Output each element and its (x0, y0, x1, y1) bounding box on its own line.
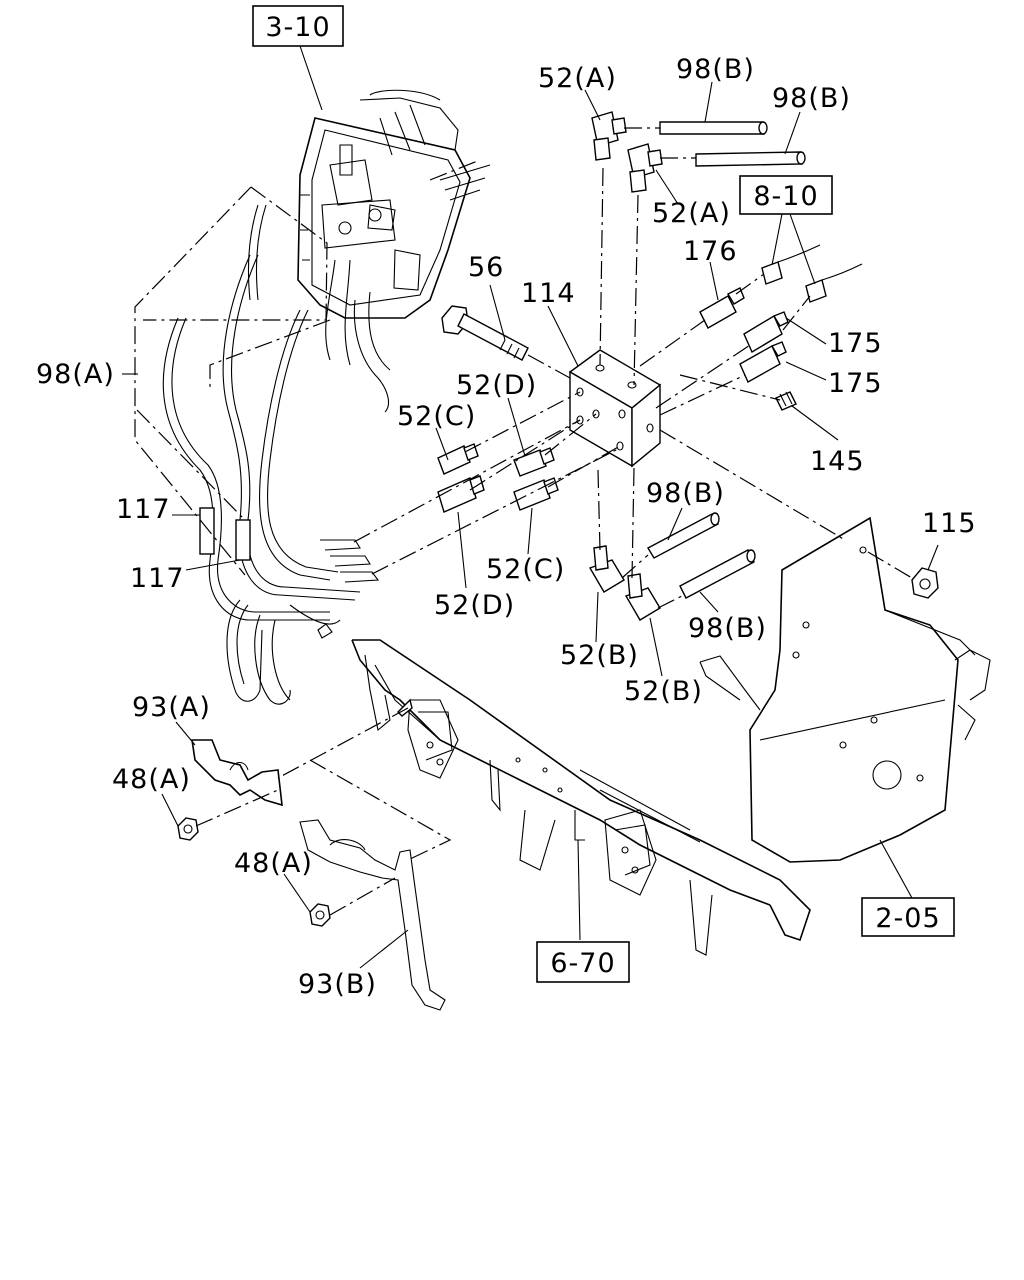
label-93b: 93(B) (298, 969, 377, 1000)
part-labels: 52(A) 98(B) 98(B) 52(A) 176 56 114 175 1… (36, 54, 977, 1000)
label-93a: 93(A) (132, 692, 211, 723)
label-52d: 52(D) (456, 370, 537, 401)
label-98b: 98(B) (646, 478, 725, 509)
label-98b: 98(B) (772, 83, 851, 114)
fittings-52b (588, 545, 661, 621)
fittings-52cd (437, 443, 559, 513)
ref-box-6-70: 6-70 (536, 941, 630, 983)
distribution-block-114 (568, 349, 662, 468)
ref-box-label: 2-05 (875, 903, 940, 934)
label-52c: 52(C) (397, 401, 476, 432)
frame-cross-member (351, 639, 811, 956)
label-117: 117 (116, 494, 171, 525)
label-48a: 48(A) (112, 764, 191, 795)
fitting-52a (591, 111, 663, 193)
label-52a: 52(A) (538, 63, 617, 94)
label-52d: 52(D) (434, 590, 515, 621)
bracket-plate (699, 516, 991, 863)
label-145: 145 (810, 446, 865, 477)
hose-98b (647, 121, 806, 599)
leader-lines (122, 45, 939, 969)
label-52c: 52(C) (486, 554, 565, 585)
label-176: 176 (683, 236, 738, 267)
label-175: 175 (828, 328, 883, 359)
ref-box-label: 8-10 (753, 181, 818, 212)
pipe-bundle (162, 204, 380, 705)
ref-box-8-10: 8-10 (739, 175, 833, 215)
clamp-brackets (177, 739, 446, 1011)
label-98b: 98(B) (688, 613, 767, 644)
label-114: 114 (521, 278, 576, 309)
label-117: 117 (130, 563, 185, 594)
bolt-56 (441, 305, 529, 361)
label-98a: 98(A) (36, 359, 115, 390)
assembly-lines (134, 127, 913, 916)
label-98b: 98(B) (676, 54, 755, 85)
label-56: 56 (468, 252, 504, 283)
label-52b: 52(B) (560, 640, 639, 671)
label-52b: 52(B) (624, 676, 703, 707)
valve-assembly (297, 89, 491, 413)
ref-box-label: 6-70 (550, 948, 615, 979)
ref-box-2-05: 2-05 (861, 897, 955, 937)
sensors (699, 244, 863, 411)
label-115: 115 (922, 508, 977, 539)
ref-box-label: 3-10 (265, 12, 330, 43)
label-175: 175 (828, 368, 883, 399)
label-48a: 48(A) (234, 848, 313, 879)
ref-box-3-10: 3-10 (252, 5, 344, 47)
label-52a: 52(A) (652, 198, 731, 229)
